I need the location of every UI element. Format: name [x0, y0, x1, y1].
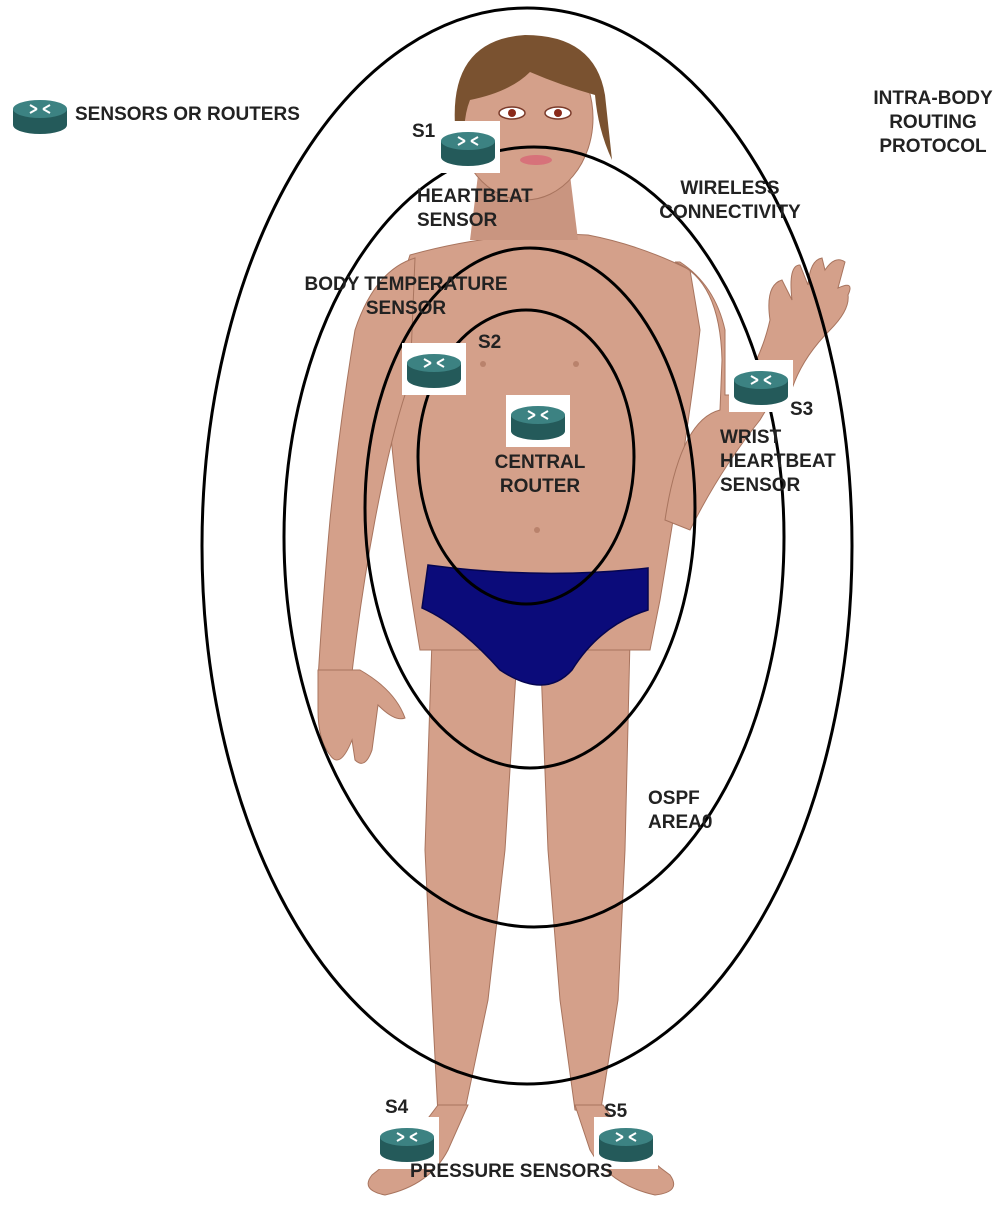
protocol-label: INTRA-BODY ROUTING PROTOCOL: [858, 87, 1006, 159]
body-temp-line-2: SENSOR: [290, 297, 522, 321]
s1-router-icon: [436, 121, 500, 173]
wrist-line-2: HEARTBEAT: [720, 450, 836, 474]
mouth: [520, 155, 552, 165]
left-hand: [318, 670, 405, 763]
protocol-line-2: ROUTING: [858, 111, 1006, 135]
ospf-label: OSPF AREA0: [648, 787, 712, 835]
s5-label: S5: [604, 1100, 627, 1124]
left-leg: [425, 640, 518, 1115]
legend-label: SENSORS OR ROUTERS: [75, 103, 300, 127]
heartbeat-sensor-label: HEARTBEAT SENSOR: [417, 185, 533, 233]
heartbeat-line-2: SENSOR: [417, 209, 533, 233]
wrist-line-1: WRIST: [720, 426, 836, 450]
central-router-label: CENTRAL ROUTER: [480, 451, 600, 499]
right-leg: [540, 640, 630, 1115]
s3-router-icon: [729, 360, 793, 412]
body-temp-label: BODY TEMPERATURE SENSOR: [290, 273, 522, 321]
wireless-label: WIRELESS CONNECTIVITY: [645, 177, 815, 225]
legend-router-icon: [8, 89, 72, 141]
wrist-line-3: SENSOR: [720, 474, 836, 498]
central-line-1: CENTRAL: [480, 451, 600, 475]
s2-router-icon: [402, 343, 466, 395]
central-line-2: ROUTER: [480, 475, 600, 499]
s3-label: S3: [790, 398, 813, 422]
pressure-sensors-label: PRESSURE SENSORS: [410, 1160, 613, 1184]
s4-label: S4: [385, 1096, 408, 1120]
central-router-icon: [506, 395, 570, 447]
protocol-line-3: PROTOCOL: [858, 135, 1006, 159]
ospf-line-1: OSPF: [648, 787, 712, 811]
protocol-line-1: INTRA-BODY: [858, 87, 1006, 111]
ospf-line-2: AREA0: [648, 811, 712, 835]
heartbeat-line-1: HEARTBEAT: [417, 185, 533, 209]
body-temp-line-1: BODY TEMPERATURE: [290, 273, 522, 297]
s2-label: S2: [478, 331, 501, 355]
s1-label: S1: [412, 120, 435, 144]
wrist-sensor-label: WRIST HEARTBEAT SENSOR: [720, 426, 836, 498]
wireless-line-1: WIRELESS: [645, 177, 815, 201]
wireless-line-2: CONNECTIVITY: [645, 201, 815, 225]
